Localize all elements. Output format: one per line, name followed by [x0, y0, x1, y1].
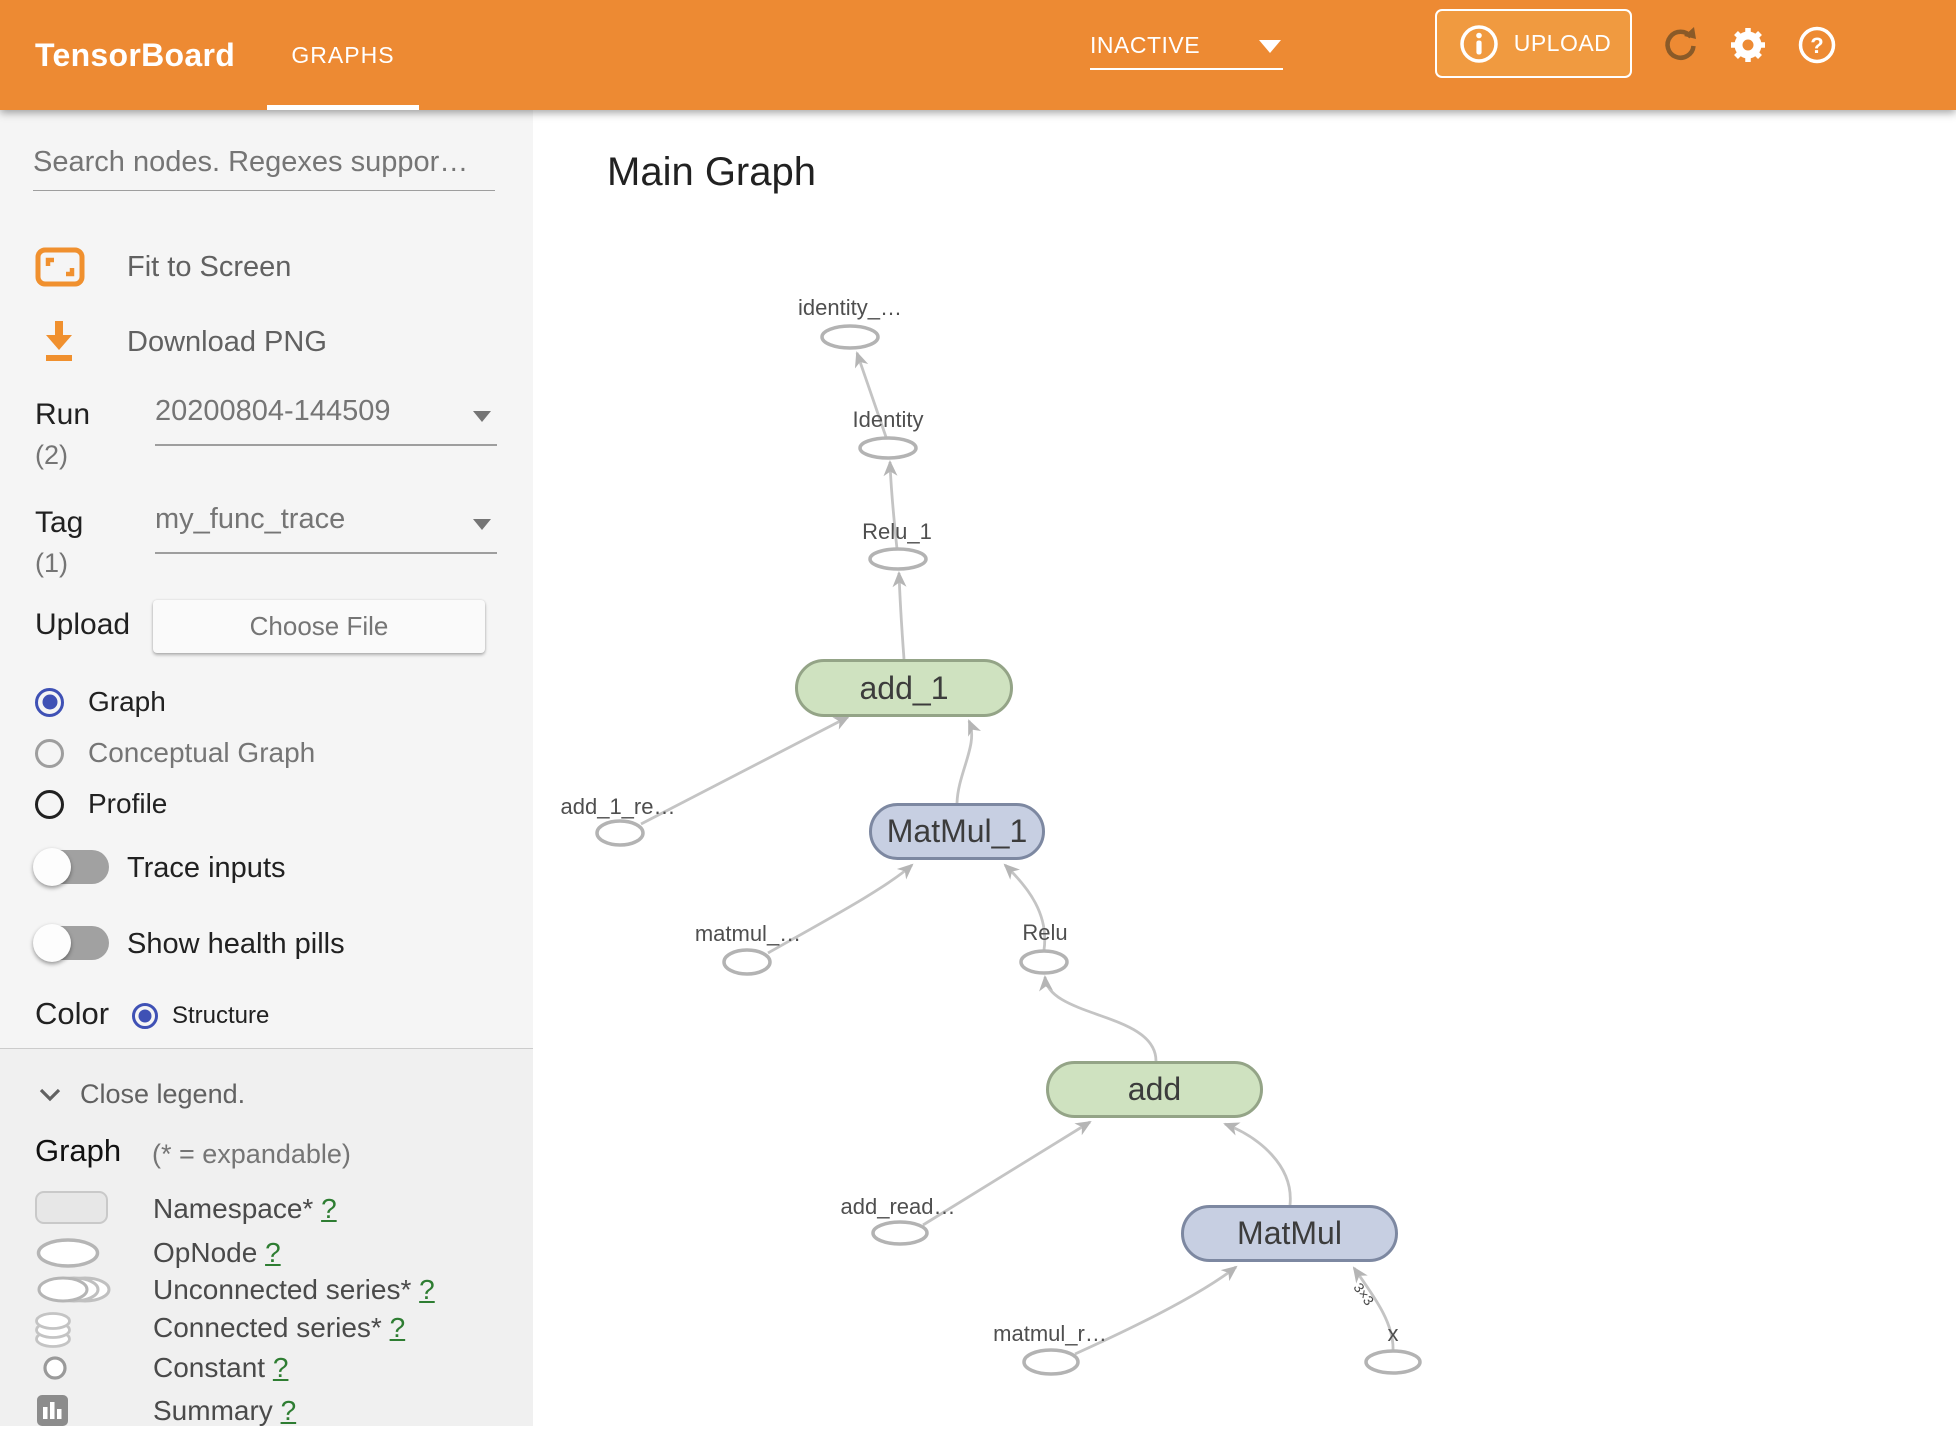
- radio-icon: [35, 738, 64, 768]
- tag-dropdown-value: my_func_trace: [155, 503, 346, 535]
- chevron-down-icon: [473, 519, 491, 530]
- legend-item-label: Unconnected series*: [153, 1274, 412, 1305]
- legend-item-label: Namespace*: [153, 1193, 314, 1224]
- constant-icon: [43, 1356, 67, 1380]
- trace-inputs-toggle[interactable]: [33, 848, 109, 886]
- run-label: Run: [35, 398, 91, 431]
- node-label-addread: add_read…: [840, 1194, 956, 1219]
- connected-series-icon: [35, 1312, 71, 1348]
- radio-icon: [35, 687, 64, 717]
- tab-graphs[interactable]: GRAPHS: [291, 41, 395, 68]
- show-health-pills-label: Show health pills: [127, 928, 345, 960]
- node-add[interactable]: add: [1046, 1061, 1263, 1118]
- node-matmul-1[interactable]: MatMul_1: [869, 803, 1045, 860]
- node-label-relu1: Relu_1: [862, 519, 932, 544]
- download-icon: [46, 321, 72, 361]
- radio-icon: [132, 1003, 158, 1029]
- help-link[interactable]: ?: [321, 1193, 337, 1224]
- radio-graph-label: Graph: [88, 686, 166, 717]
- tag-count: (1): [35, 548, 68, 578]
- radio-graph[interactable]: Graph: [35, 686, 166, 718]
- node-label-identity: Identity: [852, 407, 924, 432]
- legend-expandable-note: (* = expandable): [152, 1139, 351, 1169]
- tag-underline: [155, 552, 497, 554]
- trace-inputs-label: Trace inputs: [127, 852, 286, 884]
- node-add-1[interactable]: add_1: [795, 659, 1013, 717]
- info-icon: [1459, 24, 1498, 63]
- svg-text:?: ?: [1810, 33, 1823, 58]
- upload-button[interactable]: UPLOAD: [1435, 9, 1632, 78]
- node-label-identity-out: identity_…: [798, 295, 902, 320]
- fit-screen-icon: [35, 247, 85, 287]
- tab-active-underline: [267, 105, 419, 110]
- run-dropdown-value: 20200804-144509: [155, 395, 391, 427]
- toggle-knob: [33, 848, 71, 886]
- help-link[interactable]: ?: [280, 1395, 297, 1426]
- radio-conceptual-graph[interactable]: Conceptual Graph: [35, 737, 315, 769]
- legend-item-label: Constant: [153, 1352, 266, 1383]
- fit-to-screen-button[interactable]: Fit to Screen: [35, 245, 495, 293]
- upload-section-label: Upload: [35, 608, 131, 641]
- summary-icon: [37, 1395, 68, 1426]
- legend-item: Namespace* ?: [153, 1193, 337, 1225]
- radio-color-structure[interactable]: Structure: [132, 1002, 269, 1030]
- color-structure-label: Structure: [172, 1002, 270, 1029]
- help-link[interactable]: ?: [389, 1312, 406, 1343]
- legend-item: Constant ?: [153, 1352, 288, 1384]
- chevron-down-icon: [39, 1088, 61, 1102]
- legend-item-label: Connected series*: [153, 1312, 382, 1343]
- radio-profile[interactable]: Profile: [35, 788, 167, 820]
- page-title: Main Graph: [607, 150, 816, 194]
- namespace-icon: [35, 1191, 108, 1224]
- gear-icon[interactable]: [1728, 25, 1768, 65]
- node-label-x: x: [1387, 1321, 1399, 1346]
- choose-file-button[interactable]: Choose File: [153, 600, 485, 653]
- legend-section-title: Graph: [35, 1133, 122, 1168]
- legend-item: Connected series* ?: [153, 1312, 405, 1344]
- unconnected-series-icon: [37, 1276, 111, 1303]
- node-matmul[interactable]: MatMul: [1181, 1205, 1398, 1262]
- chevron-down-icon: [1259, 40, 1281, 53]
- help-link[interactable]: ?: [265, 1237, 281, 1268]
- tag-label: Tag: [35, 506, 84, 539]
- help-link[interactable]: ?: [272, 1352, 289, 1383]
- tag-dropdown[interactable]: my_func_trace: [155, 503, 497, 553]
- help-link[interactable]: ?: [419, 1274, 435, 1305]
- run-count: (2): [35, 440, 68, 470]
- radio-icon: [35, 789, 64, 819]
- node-label-matmulread: matmul_…: [694, 921, 802, 946]
- search-input[interactable]: [33, 135, 495, 191]
- legend-item-label: Summary: [153, 1395, 273, 1426]
- legend-item: Unconnected series* ?: [153, 1274, 435, 1306]
- legend-panel: Close legend. Graph (* = expandable) Nam…: [0, 1048, 533, 1426]
- status-dropdown[interactable]: INACTIVE: [1090, 22, 1283, 70]
- legend-item: Summary ?: [153, 1395, 296, 1427]
- opnode-icon: [36, 1238, 100, 1268]
- refresh-icon[interactable]: [1660, 25, 1700, 65]
- help-icon[interactable]: ?: [1797, 25, 1837, 65]
- run-underline: [155, 444, 497, 446]
- node-label-matmulr: matmul_r…: [993, 1321, 1107, 1346]
- node-label-add1read: add_1_re…: [560, 794, 676, 819]
- run-dropdown[interactable]: 20200804-144509: [155, 395, 497, 445]
- fit-to-screen-label: Fit to Screen: [127, 251, 292, 283]
- show-health-pills-toggle[interactable]: [33, 924, 109, 962]
- radio-conceptual-graph-label: Conceptual Graph: [88, 737, 316, 768]
- sidebar: Fit to Screen Download PNG Run (2) 20200…: [0, 110, 533, 1426]
- app-title: TensorBoard: [35, 36, 236, 73]
- app-header: TensorBoard GRAPHS INACTIVE UPLOAD: [0, 0, 1956, 110]
- radio-profile-label: Profile: [88, 788, 168, 819]
- chevron-down-icon: [473, 411, 491, 422]
- legend-item: OpNode ?: [153, 1237, 281, 1269]
- close-legend-label: Close legend.: [80, 1079, 246, 1109]
- color-label: Color: [35, 996, 110, 1031]
- status-dropdown-value: INACTIVE: [1090, 31, 1201, 58]
- node-label-relu: Relu: [1022, 920, 1068, 945]
- legend-item-label: OpNode: [153, 1237, 258, 1268]
- toggle-knob: [33, 924, 71, 962]
- download-png-button[interactable]: Download PNG: [35, 318, 495, 368]
- upload-button-label: UPLOAD: [1513, 30, 1612, 56]
- download-png-label: Download PNG: [127, 326, 327, 358]
- close-legend-button[interactable]: Close legend.: [38, 1079, 338, 1115]
